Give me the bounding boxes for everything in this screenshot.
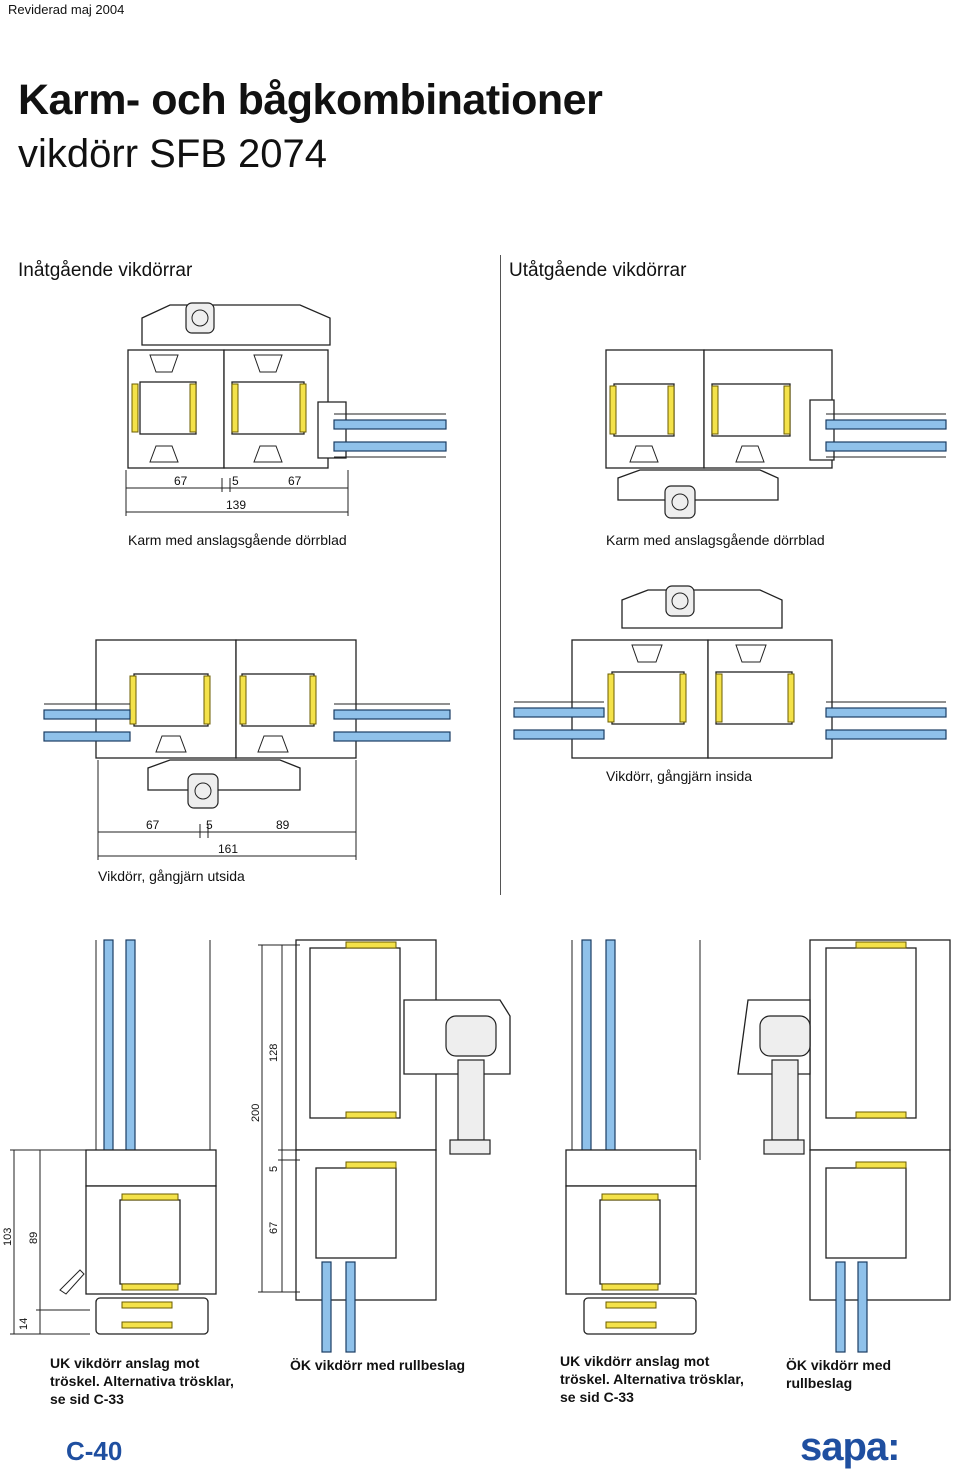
caption-outward-frame: Karm med anslagsgående dörrblad <box>606 532 825 548</box>
drawing-hinge-inside <box>513 585 947 759</box>
dim-103: 103 <box>2 1227 14 1246</box>
revision-date: Reviderad maj 2004 <box>8 2 125 17</box>
caption-ok-inward: ÖK vikdörr med rullbeslag <box>290 1357 466 1373</box>
dim-89: 89 <box>28 1231 40 1244</box>
dim-top-c: 67 <box>288 474 302 488</box>
dim-128: 128 <box>268 1043 280 1062</box>
dim-mid-total: 161 <box>218 842 239 856</box>
caption-hinge-inside: Vikdörr, gångjärn insida <box>606 768 753 784</box>
section-divider <box>500 255 501 895</box>
caption-uk-outward: UK vikdörr anslag mot tröskel. Alternati… <box>560 1353 744 1405</box>
page-title: Karm- och bågkombinationer <box>18 76 603 124</box>
caption-uk-inward: UK vikdörr anslag mot tröskel. Alternati… <box>50 1355 234 1407</box>
dim-top-b: 5 <box>232 474 239 488</box>
sapa-logo: sapa: <box>800 1425 900 1469</box>
section-outward-heading: Utåtgående vikdörrar <box>509 260 687 281</box>
drawing-inward-frame <box>125 302 447 516</box>
drawing-uk-inward <box>10 939 217 1335</box>
drawing-ok-inward <box>258 939 511 1353</box>
drawing-uk-outward <box>565 939 701 1335</box>
drawing-outward-frame <box>605 349 947 519</box>
dim-mid-a: 67 <box>146 818 160 832</box>
page-subtitle: vikdörr SFB 2074 <box>18 132 328 176</box>
dim-mid-c: 89 <box>276 818 290 832</box>
caption-ok-outward: ÖK vikdörr med rullbeslag <box>786 1357 892 1391</box>
dim-67: 67 <box>268 1221 280 1234</box>
dim-top-a: 67 <box>174 474 188 488</box>
dim-top-total: 139 <box>226 498 247 512</box>
section-inward-heading: Inåtgående vikdörrar <box>18 260 193 281</box>
dim-14: 14 <box>18 1317 30 1330</box>
drawing-ok-outward <box>737 939 951 1353</box>
caption-hinge-outside: Vikdörr, gångjärn utsida <box>98 868 245 884</box>
dim-5: 5 <box>268 1165 280 1172</box>
page-number: C-40 <box>66 1436 123 1466</box>
caption-inward-frame: Karm med anslagsgående dörrblad <box>128 532 347 548</box>
dim-mid-b: 5 <box>206 818 213 832</box>
dim-200: 200 <box>250 1103 262 1122</box>
drawing-hinge-outside <box>43 639 451 860</box>
